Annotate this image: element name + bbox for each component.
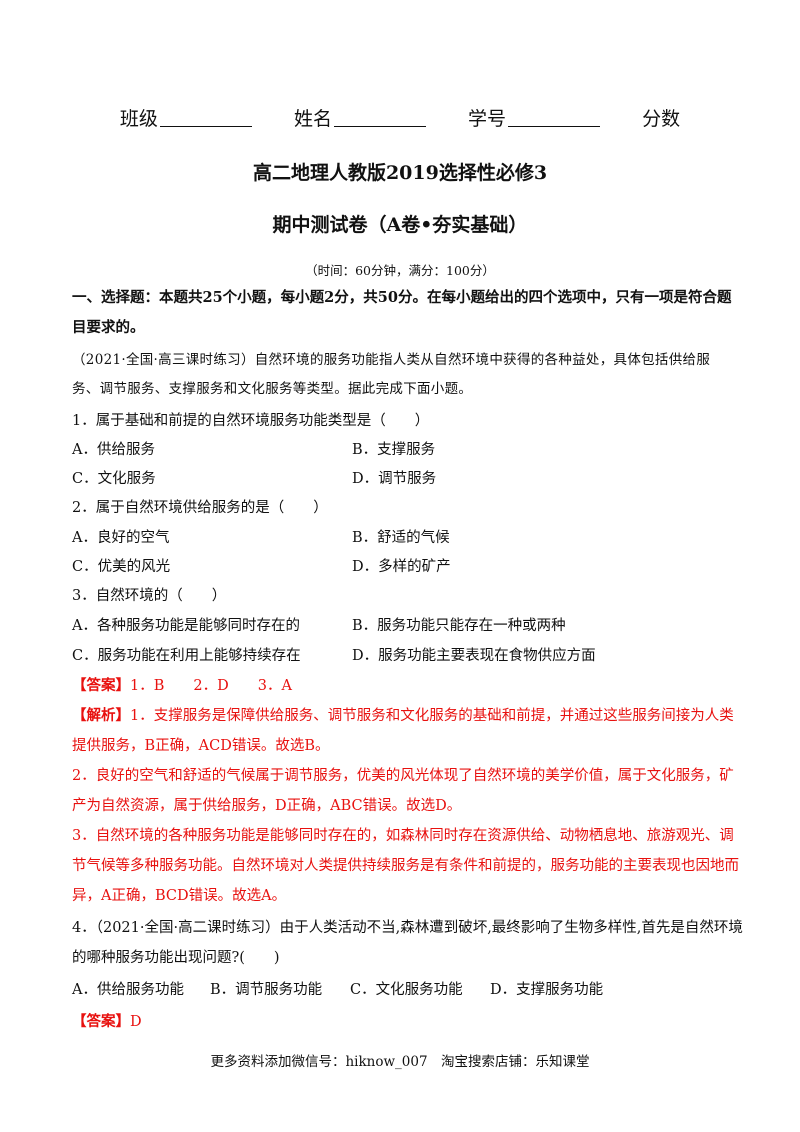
class-field[interactable]: 班级 (120, 105, 252, 133)
question-4-option-d[interactable]: D．支撑服务功能 (490, 982, 604, 998)
question-4-option-a[interactable]: A．供给服务功能 (72, 982, 184, 998)
class-blank[interactable] (159, 106, 252, 127)
student-id-field[interactable]: 学号 (468, 105, 601, 133)
answer-2-text: D (130, 1014, 142, 1030)
question-3-option-d[interactable]: D．服务功能主要表现在食物供应方面 (352, 648, 596, 664)
question-1-option-a[interactable]: A．供给服务 (72, 442, 155, 458)
exam-title: 高二地理人教版2019选择性必修3 (252, 162, 548, 184)
question-3-option-c[interactable]: C．服务功能在利用上能够持续存在 (72, 648, 301, 664)
section-heading-line1: 一、选择题：本题共25个小题，每小题2分，共50分。在每小题给出的四个选项中，只… (72, 289, 732, 306)
question-4-stem-line1: 4．（2021·全国·高二课时练习）由于人类活动不当,森林遭到破坏,最终影响了生… (72, 920, 743, 936)
question-2-stem: 2．属于自然环境供给服务的是（ ） (72, 500, 328, 516)
analysis-line-1: 【解析】1．支撑服务是保障供给服务、调节服务和文化服务的基础和前提，并通过这些服… (72, 707, 734, 724)
name-field[interactable]: 姓名 (294, 105, 426, 133)
answer-label: 【答案】 (72, 677, 130, 694)
section-heading-line2: 目要求的。 (72, 319, 145, 336)
analysis-line-5: 3．自然环境的各种服务功能是能够同时存在的，如森林同时存在资源供给、动物栖息地、… (72, 828, 734, 844)
question-3-stem: 3．自然环境的（ ） (72, 588, 227, 604)
student-info-fields: 班级 姓名 学号 分数 (0, 105, 800, 133)
analysis-label: 【解析】 (72, 707, 130, 724)
answer-1: 【答案】1．B 2．D 3．A (72, 676, 728, 696)
question-3-option-b[interactable]: B．服务功能只能存在一种或两种 (352, 618, 566, 634)
question-1-option-d[interactable]: D．调节服务 (352, 471, 437, 487)
question-2-option-b[interactable]: B．舒适的气候 (352, 530, 450, 546)
passage-line2: 务、调节服务、支撑服务和文化服务等类型。据此完成下面小题。 (72, 381, 473, 397)
analysis-line-3: 2．良好的空气和舒适的气候属于调节服务，优美的风光体现了自然环境的美学价值，属于… (72, 768, 734, 784)
question-3-option-a[interactable]: A．各种服务功能是能够同时存在的 (72, 618, 300, 634)
question-4-stem-line2: 的哪种服务功能出现问题?( ) (72, 950, 280, 966)
question-4-option-b[interactable]: B．调节服务功能 (210, 982, 323, 998)
analysis-line-2: 提供服务，B正确，ACD错误。故选B。 (72, 738, 330, 754)
question-1-option-b[interactable]: B．支撑服务 (352, 442, 436, 458)
question-2-option-d[interactable]: D．多样的矿产 (352, 559, 451, 575)
analysis-line-6: 节气候等多种服务功能。自然环境对人类提供持续服务是有条件和前提的，服务功能的主要… (72, 858, 739, 874)
page-footer: 更多资料添加微信号：hiknow_007 淘宝搜索店铺：乐知课堂 (210, 1054, 590, 1070)
time-info: （时间：60分钟，满分：100分） (305, 263, 495, 278)
exam-subtitle: 期中测试卷（A卷•夯实基础） (272, 214, 528, 236)
student-id-blank[interactable] (508, 106, 601, 127)
answer-text: 1．B 2．D 3．A (130, 678, 292, 694)
question-1-stem: 1．属于基础和前提的自然环境服务功能类型是（ ） (72, 413, 430, 429)
question-2-option-a[interactable]: A．良好的空气 (72, 530, 170, 546)
analysis-line-7: 异，A正确，BCD错误。故选A。 (72, 888, 287, 904)
analysis-line-4: 产为自然资源，属于供给服务，D正确，ABC错误。故选D。 (72, 798, 462, 814)
name-blank[interactable] (333, 106, 426, 127)
question-2-option-c[interactable]: C．优美的风光 (72, 559, 171, 575)
passage-line1: （2021·全国·高三课时练习）自然环境的服务功能指人类从自然环境中获得的各种益… (72, 352, 711, 368)
answer-2-label: 【答案】 (72, 1013, 130, 1030)
question-1-option-c[interactable]: C．文化服务 (72, 471, 156, 487)
answer-2: 【答案】D (72, 1012, 728, 1032)
score-field: 分数 (642, 108, 681, 130)
question-4-option-c[interactable]: C．文化服务功能 (350, 982, 463, 998)
